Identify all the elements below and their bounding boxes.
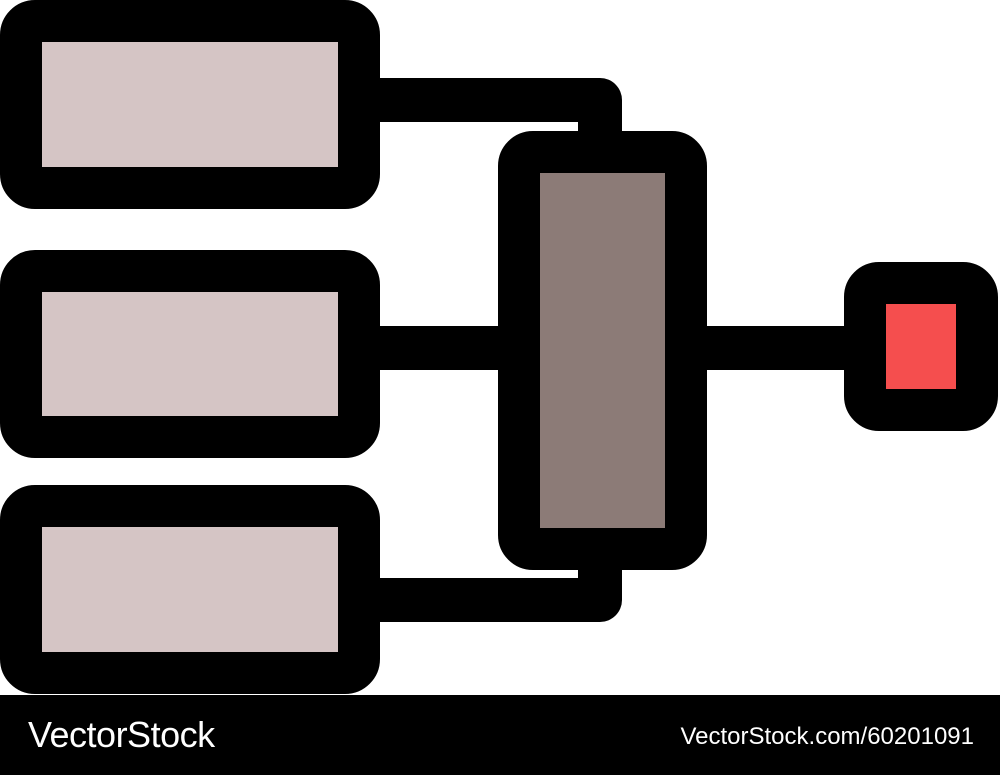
merge-block <box>498 131 707 570</box>
output-box <box>844 262 998 431</box>
vectorstock-logo: VectorStock <box>28 714 215 755</box>
image-reference-text: VectorStock.com/60201091 <box>680 723 974 750</box>
input-box-middle <box>0 250 380 458</box>
hierarchy-merge-icon <box>0 0 998 694</box>
watermark-bar: VectorStock VectorStock.com/60201091 <box>0 695 1000 775</box>
top-connector-line <box>375 78 622 145</box>
input-box-top <box>0 0 380 209</box>
input-box-bottom <box>0 485 380 694</box>
